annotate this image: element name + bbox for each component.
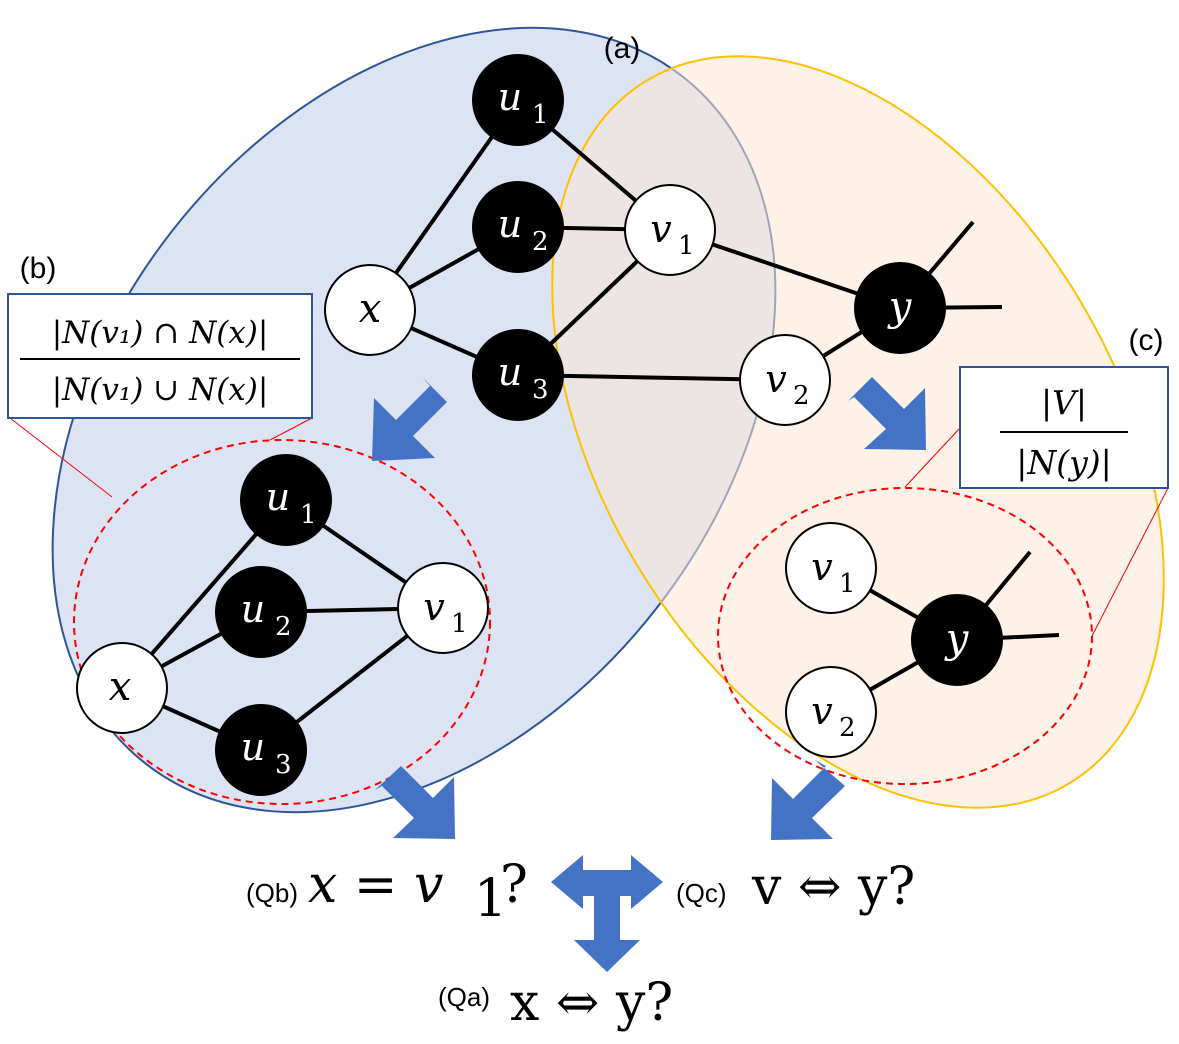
formula-box-c: |V| |N(y)| <box>959 366 1169 489</box>
node-u1-main: u 1 <box>472 54 564 146</box>
node-v1-sub: 1 <box>678 231 695 261</box>
node-u2-main: u 2 <box>472 181 564 273</box>
qa-tag: (Qa) <box>438 982 490 1012</box>
node-v1-sub: 1 <box>839 569 856 599</box>
node-v2-sub: 2 <box>839 713 856 743</box>
node-v1-main: v 1 <box>624 184 716 276</box>
callout-line-b <box>9 417 113 498</box>
node-v2-sub-c: v 2 <box>785 666 877 758</box>
node-y-label: y <box>944 616 970 662</box>
node-u3-label: u <box>498 350 522 394</box>
query-qb: (Qb) x = v 1 ? <box>246 855 528 929</box>
callout-line-c <box>904 427 961 488</box>
node-u1-label: u <box>498 75 522 119</box>
node-u2-sub-b: u 2 <box>215 566 307 658</box>
node-y-sub-c: y <box>911 594 1003 686</box>
callout-line-b2 <box>269 417 313 441</box>
qb-expression: x = v <box>308 855 443 915</box>
node-u3-sub: 3 <box>532 375 549 405</box>
node-v2-sub: 2 <box>793 381 810 411</box>
qc-expression: v ⇔ y? <box>751 857 915 917</box>
arrow-to-qb <box>375 766 455 839</box>
arrow-to-qc <box>771 760 845 840</box>
node-x-label: x <box>109 664 132 710</box>
node-v1-label: v <box>650 207 672 251</box>
node-v2-main: v 2 <box>739 334 831 426</box>
qa-expression: x ⇔ y? <box>510 973 673 1033</box>
node-y-main: y <box>854 262 946 354</box>
label-c: (c) <box>1129 324 1164 357</box>
node-u1-sub: 1 <box>532 100 549 130</box>
qb-expression-sub: 1 <box>474 869 507 929</box>
node-v1-label: v <box>423 585 445 629</box>
node-x-label: x <box>359 286 382 332</box>
formula-b-denominator: |N(v₁) ∪ N(x)| <box>52 372 269 408</box>
formula-b-numerator: |N(v₁) ∩ N(x)| <box>52 315 269 351</box>
node-v2-label: v <box>765 357 787 401</box>
label-a: (a) <box>604 32 641 65</box>
node-u3-sub-b: u 3 <box>215 704 307 796</box>
node-x-sub-b: x <box>76 642 168 734</box>
node-u2-label: u <box>498 202 522 246</box>
node-x-main: x <box>324 264 416 356</box>
formula-c-denominator: |N(y)| <box>1016 443 1112 482</box>
query-qc: (Qc) v ⇔ y? <box>676 857 915 917</box>
qb-expression-q: ? <box>500 855 528 915</box>
node-u2-sub: 2 <box>532 227 549 257</box>
node-u2-sub: 2 <box>275 612 292 642</box>
arrow-down-right-c <box>848 377 926 450</box>
node-y-label: y <box>887 284 913 330</box>
node-u1-label: u <box>266 475 290 519</box>
node-v1-label: v <box>811 545 833 589</box>
node-u3-sub: 3 <box>275 750 292 780</box>
t-arrow <box>551 855 663 972</box>
subgraph-b-dashed-circle <box>73 439 491 805</box>
node-u3-label: u <box>241 725 265 769</box>
qc-tag: (Qc) <box>676 878 727 908</box>
node-v1-sub-c: v 1 <box>785 522 877 614</box>
query-qa: (Qa) x ⇔ y? <box>438 973 673 1033</box>
node-v2-label: v <box>811 689 833 733</box>
node-u2-label: u <box>241 587 265 631</box>
node-v1-sub-b: v 1 <box>397 562 489 654</box>
arrow-down-left-b <box>372 377 447 461</box>
formula-box-b: |N(v₁) ∩ N(x)| |N(v₁) ∪ N(x)| <box>7 293 313 419</box>
callout-line-c2 <box>1091 487 1169 637</box>
label-b: (b) <box>20 252 57 285</box>
qb-tag: (Qb) <box>246 878 298 908</box>
node-u1-sub-b: u 1 <box>240 454 332 546</box>
node-u1-sub: 1 <box>300 500 317 530</box>
formula-c-numerator: |V| <box>1041 383 1087 422</box>
node-v1-sub: 1 <box>451 609 468 639</box>
node-u3-main: u 3 <box>472 329 564 421</box>
